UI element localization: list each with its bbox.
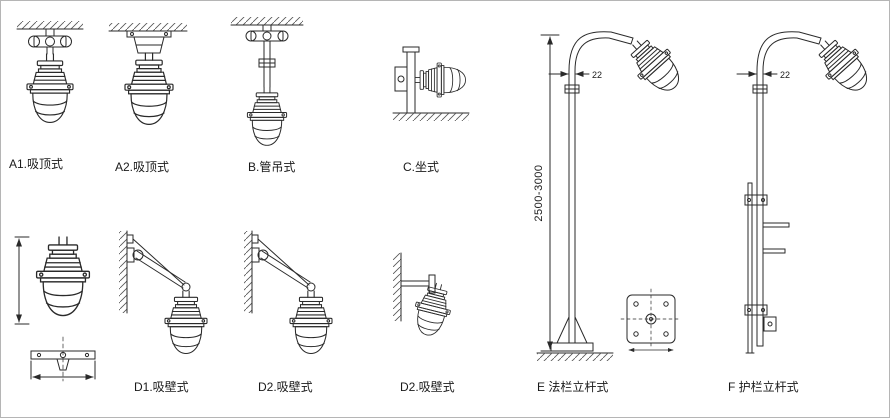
figure-e-baseplate-inset bbox=[620, 288, 682, 353]
figure-d2b-wall-mount bbox=[393, 252, 457, 340]
pole-width-dimension-f: 22 bbox=[780, 70, 790, 80]
pole-width-dimension-e: 22 bbox=[592, 70, 602, 80]
figure-a2-label: A2.吸顶式 bbox=[115, 160, 169, 174]
figure-d1-wall-mount bbox=[119, 230, 208, 355]
figure-e-label: E 法栏立杆式 bbox=[537, 379, 608, 394]
figure-d1-label: D1.吸壁式 bbox=[134, 379, 189, 394]
figure-d2b-label: D2.吸壁式 bbox=[400, 379, 455, 394]
figure-a1-label: A1.吸顶式 bbox=[9, 157, 63, 171]
figure-lamp-dimension-detail bbox=[14, 236, 91, 325]
figure-e-flange-pole-mount bbox=[536, 29, 691, 361]
figure-b-label: B.管吊式 bbox=[248, 159, 295, 174]
figure-d2a-label: D2.吸壁式 bbox=[258, 379, 313, 394]
figure-d2a-wall-mount bbox=[244, 230, 333, 355]
figure-mounting-plate-detail bbox=[30, 336, 96, 382]
figure-b-pipe-pendant-mount bbox=[230, 17, 304, 146]
figure-c-label: C.坐式 bbox=[403, 160, 439, 174]
figure-c-seat-mount bbox=[392, 46, 470, 121]
figure-f-label: F 护栏立杆式 bbox=[728, 379, 799, 394]
figure-a1-ceiling-mount bbox=[16, 21, 84, 123]
pole-height-dimension-text: 2500-3000 bbox=[533, 164, 545, 221]
figure-f-guardrail-pole-mount bbox=[736, 29, 879, 354]
figure-a2-ceiling-mount bbox=[108, 23, 188, 126]
